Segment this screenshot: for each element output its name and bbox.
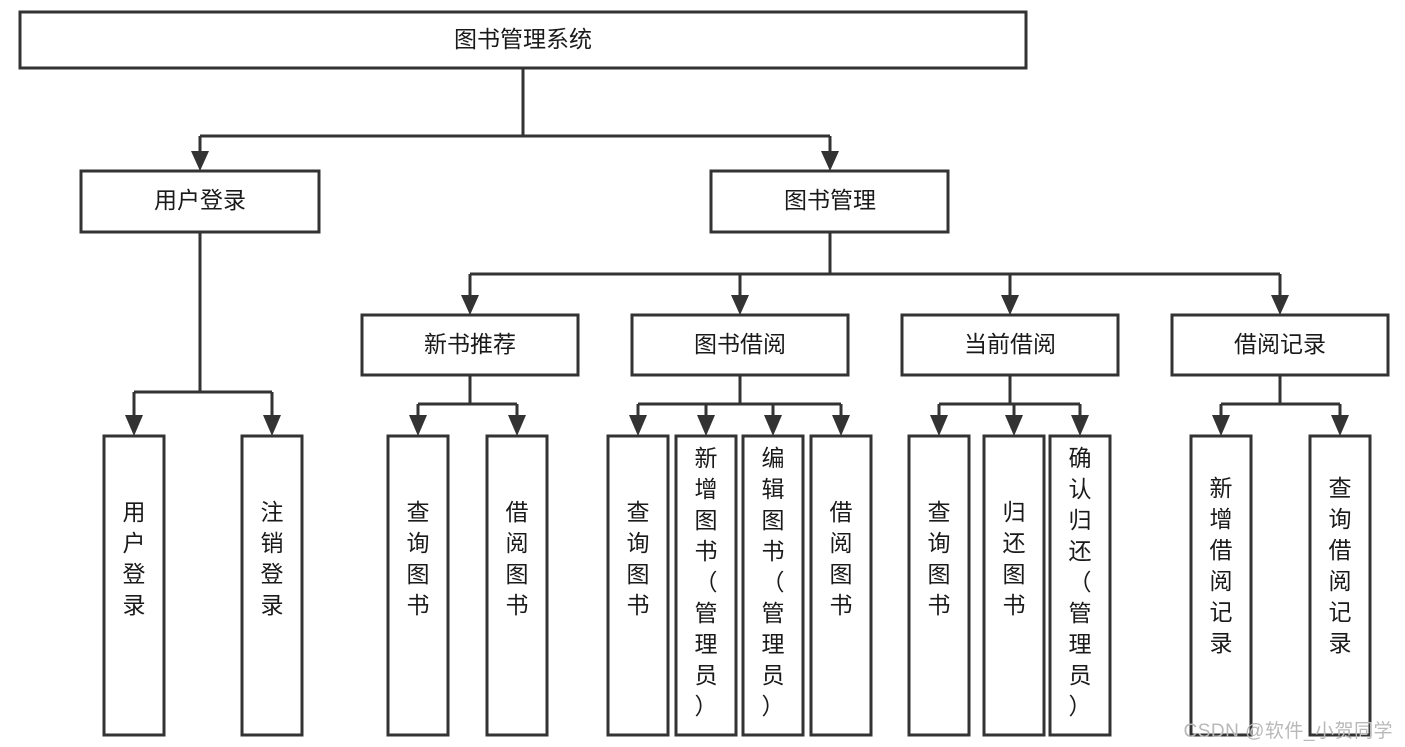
leaf-borrowrecord-add-record[interactable]: 新增借阅记录 [1189, 434, 1253, 737]
arrow-head-bookmgmt [821, 151, 839, 171]
leaf-currentborrow-confirm-return-admin[interactable]: 确认归还（管理员） [1048, 434, 1112, 737]
leaf-bookborrow-query-book-box[interactable] [606, 434, 670, 737]
leaf-user-login-label: 用户登录 [123, 499, 146, 618]
arrow-head-currentborrow [1001, 295, 1019, 315]
arrow-head-leaf-logout [263, 415, 281, 436]
leaf-newbook-query-book-label: 查询图书 [407, 499, 430, 618]
leaf-borrowrecord-add-record-box[interactable] [1189, 434, 1253, 737]
leaf-newbook-query-book[interactable]: 查询图书 [386, 434, 450, 737]
leaf-currentborrow-query-book-box[interactable] [907, 434, 971, 737]
arrow-head-newbook-leaf-1 [409, 415, 427, 436]
node-book-management[interactable]: 图书管理 [709, 169, 950, 234]
root-label: 图书管理系统 [454, 26, 592, 52]
leaf-bookborrow-add-book-admin-box[interactable] [674, 434, 738, 737]
arrow-head-leaf-user-login [125, 415, 143, 436]
arrow-head-newbook [461, 295, 479, 315]
leaf-borrowrecord-add-record-label: 新增借阅记录 [1210, 475, 1233, 656]
leaf-currentborrow-confirm-return-admin-box[interactable] [1048, 434, 1112, 737]
leaf-borrowrecord-query-record-box[interactable] [1308, 434, 1372, 737]
arrow-head-bookborrow-leaf-4 [832, 415, 850, 436]
book-borrow-box[interactable] [630, 313, 850, 377]
leaf-logout[interactable]: 注销登录 [240, 434, 304, 737]
leaf-bookborrow-add-book-admin-label: 新增图书（管理员） [695, 445, 718, 719]
leaf-bookborrow-query-book[interactable]: 查询图书 [606, 434, 670, 737]
leaf-currentborrow-return-book-label: 归还图书 [1003, 499, 1026, 618]
leaf-bookborrow-edit-book-admin[interactable]: 编辑图书（管理员） [741, 434, 805, 737]
node-current-borrow[interactable]: 当前借阅 [900, 313, 1120, 377]
book-borrow-label: 图书借阅 [694, 331, 786, 357]
arrow-head-userlogin [191, 151, 209, 171]
leaf-newbook-borrow-book-box[interactable] [485, 434, 549, 737]
arrow-head-bookborrow-leaf-3 [764, 415, 782, 436]
new-book-recommend-label: 新书推荐 [424, 331, 516, 357]
user-login-label: 用户登录 [154, 187, 246, 213]
leaf-newbook-query-book-box[interactable] [386, 434, 450, 737]
new-book-recommend-box[interactable] [360, 313, 580, 377]
leaf-borrowrecord-query-record-label: 查询借阅记录 [1329, 475, 1352, 656]
book-management-box[interactable] [709, 169, 950, 234]
connector-layer [125, 68, 1349, 436]
arrow-head-bookborrow-leaf-1 [629, 415, 647, 436]
leaf-bookborrow-edit-book-admin-label: 编辑图书（管理员） [762, 445, 785, 719]
root-box[interactable] [18, 10, 1028, 70]
leaf-logout-label: 注销登录 [261, 499, 284, 618]
node-borrow-record[interactable]: 借阅记录 [1170, 313, 1390, 377]
leaf-currentborrow-return-book[interactable]: 归还图书 [982, 434, 1046, 737]
leaf-bookborrow-borrow-book-box[interactable] [809, 434, 873, 737]
leaf-currentborrow-query-book-label: 查询图书 [928, 499, 951, 618]
arrow-head-borrowrecord-leaf-1 [1212, 415, 1230, 436]
leaf-logout-box[interactable] [240, 434, 304, 737]
arrow-head-borrowrecord [1271, 295, 1289, 315]
node-new-book-recommend[interactable]: 新书推荐 [360, 313, 580, 377]
arrow-head-bookborrow [731, 295, 749, 315]
leaf-currentborrow-confirm-return-admin-label: 确认归还（管理员） [1069, 445, 1092, 719]
borrow-record-label: 借阅记录 [1234, 331, 1326, 357]
leaf-currentborrow-return-book-box[interactable] [982, 434, 1046, 737]
book-management-label: 图书管理 [784, 187, 876, 213]
arrow-head-newbook-leaf-2 [508, 415, 526, 436]
leaf-newbook-borrow-book-label: 借阅图书 [506, 499, 529, 618]
leaf-bookborrow-edit-book-admin-box[interactable] [741, 434, 805, 737]
leaf-user-login[interactable]: 用户登录 [102, 434, 166, 737]
arrow-head-currentborrow-leaf-3 [1071, 415, 1089, 436]
leaf-bookborrow-query-book-label: 查询图书 [627, 499, 650, 618]
leaf-user-login-box[interactable] [102, 434, 166, 737]
leaf-newbook-borrow-book[interactable]: 借阅图书 [485, 434, 549, 737]
leaf-bookborrow-borrow-book-label: 借阅图书 [830, 499, 853, 618]
arrow-head-bookborrow-leaf-2 [697, 415, 715, 436]
arrow-head-currentborrow-leaf-1 [930, 415, 948, 436]
current-borrow-box[interactable] [900, 313, 1120, 377]
leaf-currentborrow-query-book[interactable]: 查询图书 [907, 434, 971, 737]
arrow-head-currentborrow-leaf-2 [1005, 415, 1023, 436]
arrow-head-borrowrecord-leaf-2 [1331, 415, 1349, 436]
borrow-record-box[interactable] [1170, 313, 1390, 377]
user-login-box[interactable] [79, 169, 321, 234]
node-book-borrow[interactable]: 图书借阅 [630, 313, 850, 377]
node-root-system[interactable]: 图书管理系统 [18, 10, 1028, 70]
leaf-bookborrow-add-book-admin[interactable]: 新增图书（管理员） [674, 434, 738, 737]
node-user-login[interactable]: 用户登录 [79, 169, 321, 234]
current-borrow-label: 当前借阅 [964, 331, 1056, 357]
leaf-borrowrecord-query-record[interactable]: 查询借阅记录 [1308, 434, 1372, 737]
leaf-bookborrow-borrow-book[interactable]: 借阅图书 [809, 434, 873, 737]
